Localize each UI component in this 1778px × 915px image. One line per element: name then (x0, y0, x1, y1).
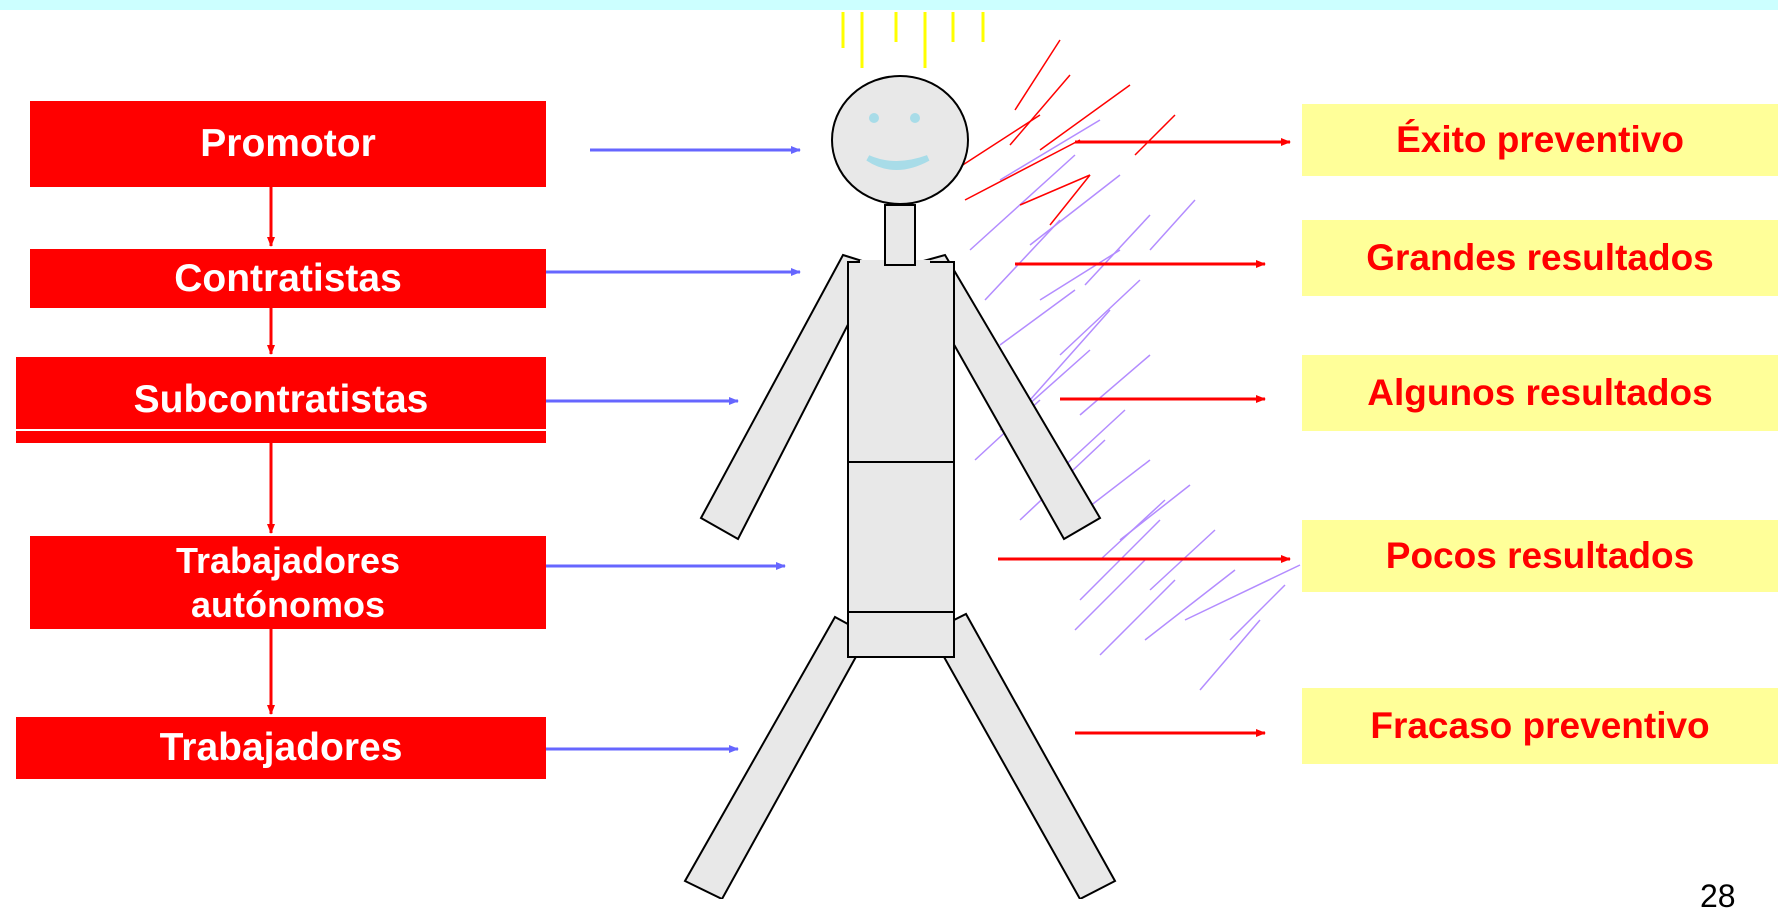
neck (885, 205, 915, 265)
torso-upper (848, 262, 954, 462)
sun-rays (843, 12, 983, 68)
hips (848, 612, 954, 657)
torso-lower (848, 462, 954, 612)
right-leg (930, 614, 1115, 899)
left-eye (869, 113, 879, 123)
head (832, 76, 968, 204)
right-eye (910, 113, 920, 123)
page-number: 28 (1700, 878, 1736, 915)
figure (685, 76, 1115, 899)
hatch-red (955, 40, 1175, 225)
left-leg (685, 617, 868, 899)
